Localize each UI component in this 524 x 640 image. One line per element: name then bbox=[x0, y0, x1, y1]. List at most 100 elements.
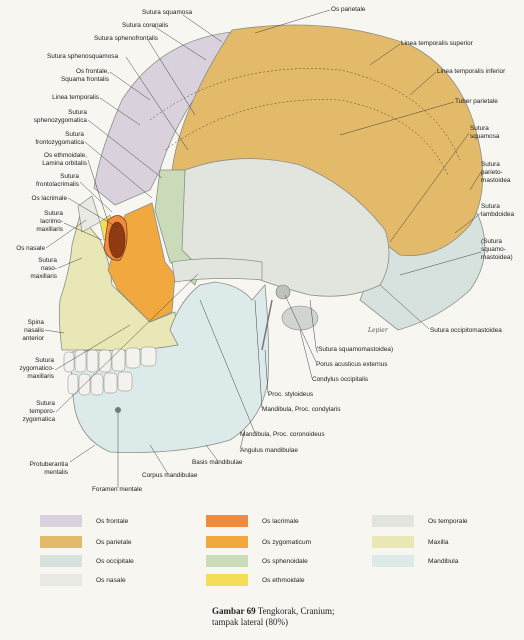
label-lamina-orbitalis: Lamina orbitalis bbox=[42, 160, 87, 167]
label-sutura-coronalis: Sutura coronalis bbox=[122, 22, 168, 29]
legend-label: Maxilla bbox=[428, 538, 449, 546]
legend-item-os-parietale: Os parietale bbox=[40, 536, 132, 548]
label-sutura-sz1: Sutura bbox=[68, 109, 87, 116]
processus-styloideus bbox=[261, 299, 273, 351]
label-sutura-fl1: Sutura bbox=[60, 173, 79, 180]
legend-swatch bbox=[40, 574, 82, 586]
label-sutura-squamosa-r2: squamosa bbox=[470, 133, 500, 140]
temporal-line-inferior bbox=[164, 99, 449, 176]
label-corpus-mandibulae: Corpus mandibulae bbox=[142, 472, 198, 479]
legend-swatch bbox=[40, 555, 82, 567]
label-lambdoidea1: Sutura bbox=[481, 203, 500, 210]
legend-label: Os zygomaticum bbox=[262, 538, 312, 546]
label-sutura-sz2: sphenozygomatica bbox=[34, 117, 88, 124]
label-pm1: Sutura bbox=[481, 161, 500, 168]
label-sutura-nm2: naso- bbox=[41, 265, 57, 272]
legend-item-os-sphenoidale: Os sphenoidale bbox=[206, 555, 308, 567]
label-sutura-tz3: zygomatica bbox=[23, 416, 56, 423]
label-sutura-squamosa-r1: Sutura bbox=[470, 125, 489, 132]
label-sqm3: mastoidea) bbox=[481, 254, 513, 261]
label-os-parietale: Os parietale bbox=[331, 6, 366, 13]
figure-caption: Gambar 69 Tengkorak, Cranium; tampak lat… bbox=[212, 606, 335, 628]
label-sutura-nm3: maxillaris bbox=[30, 273, 57, 280]
legend-swatch bbox=[372, 515, 414, 527]
label-sutura-lm3: maxillaris bbox=[36, 226, 63, 233]
legend-label: Os occipitale bbox=[96, 557, 134, 565]
label-condylus-occipitalis: Condylus occipitalis bbox=[312, 376, 368, 383]
porus-acusticus bbox=[275, 284, 291, 300]
label-sutura-zm1: Sutura bbox=[35, 357, 54, 364]
legend-swatch bbox=[372, 555, 414, 567]
legend-item-os-temporale: Os temporale bbox=[372, 515, 468, 527]
label-sqm2: squamo- bbox=[481, 246, 506, 253]
legend-item-mandibula: Mandibula bbox=[372, 555, 458, 567]
legend-swatch bbox=[206, 574, 248, 586]
label-sutura-zm3: maxillaris bbox=[27, 373, 54, 380]
label-sutura-sphenosquamosa: Sutura sphenosquamosa bbox=[47, 53, 119, 60]
labels: Os parietale Sutura squamosa Sutura coro… bbox=[16, 6, 514, 493]
label-sutura-lm1: Sutura bbox=[44, 210, 63, 217]
leader-lines bbox=[44, 9, 482, 488]
caption-title: Tengkorak, Cranium; bbox=[257, 606, 335, 616]
legend-swatch bbox=[372, 536, 414, 548]
legend-label: Os nasale bbox=[96, 576, 126, 584]
label-sutura-fz1: Sutura bbox=[65, 131, 84, 138]
legend-swatch bbox=[206, 515, 248, 527]
legend-swatch bbox=[40, 515, 82, 527]
legend-label: Os parietale bbox=[96, 538, 132, 546]
label-spina3: anterior bbox=[22, 335, 45, 342]
label-sutura-squamosa: Sutura squamosa bbox=[142, 9, 193, 16]
label-squama-frontalis: Squama frontalis bbox=[61, 76, 109, 83]
label-spina1: Spina bbox=[28, 319, 45, 326]
legend-swatch bbox=[40, 536, 82, 548]
label-sutura-occipitomastoidea: Sutura occipitomastoidea bbox=[430, 327, 502, 334]
label-sutura-sphenofrontalis: Sutura sphenofrontalis bbox=[94, 35, 158, 42]
label-sutura-lm2: lacrimo- bbox=[40, 218, 63, 225]
label-spina2: nasalis bbox=[24, 327, 44, 334]
label-porus-acusticus: Porus acusticus externus bbox=[316, 361, 387, 368]
legend-item-os-occipitale: Os occipitale bbox=[40, 555, 134, 567]
label-linea-temporalis-inferior: Linea temporalis inferior bbox=[437, 68, 506, 75]
label-sqm1: (Sutura bbox=[481, 238, 502, 245]
legend-item-os-ethmoidale: Os ethmoidale bbox=[206, 574, 305, 586]
legend-item-maxilla: Maxilla bbox=[372, 536, 449, 548]
label-pm2: parieto- bbox=[481, 169, 503, 176]
legend-item-os-nasale: Os nasale bbox=[40, 574, 126, 586]
figure-number: Gambar 69 bbox=[212, 606, 256, 616]
mastoid bbox=[281, 305, 319, 331]
label-protuberantia2: mentalis bbox=[44, 469, 68, 476]
label-sutura-zm2: zygomatico- bbox=[20, 365, 54, 372]
label-proc-styloideus: Proc. styloideus bbox=[268, 391, 313, 398]
label-lambdoidea2: lambdoidea bbox=[481, 211, 514, 218]
legend-label: Os ethmoidale bbox=[262, 576, 305, 584]
label-os-frontale: Os frontale, bbox=[76, 68, 109, 75]
label-sutura-squamomastoidea: (Sutura squamomastoidea) bbox=[316, 346, 393, 353]
legend-item-os-zygomaticum: Os zygomaticum bbox=[206, 536, 311, 548]
skull-diagram: Os parietale Sutura squamosa Sutura coro… bbox=[16, 6, 514, 493]
orbit bbox=[108, 221, 126, 259]
legend-label: Os frontale bbox=[96, 517, 129, 525]
label-proc-coronoideus: Mandibula, Proc. coronoideus bbox=[240, 431, 325, 438]
label-sutura-fz2: frontozygomatica bbox=[35, 139, 84, 146]
legend-label: Os lacrimale bbox=[262, 517, 299, 525]
os-nasale-region bbox=[77, 195, 101, 233]
teeth bbox=[63, 346, 157, 396]
legend-swatch bbox=[206, 536, 248, 548]
zygomatic-arch bbox=[171, 258, 263, 283]
caption-line-2: tampak lateral (80%) bbox=[212, 617, 288, 627]
legend-item-os-lacrimale: Os lacrimale bbox=[206, 515, 299, 527]
os-frontale-region bbox=[93, 31, 233, 206]
legend-swatch bbox=[206, 555, 248, 567]
label-foramen-mentale: Foramen mentale bbox=[92, 486, 143, 493]
artist-signature: Lepier bbox=[367, 327, 389, 334]
foramen-mentale bbox=[115, 407, 121, 413]
label-sutura-fl2: frontolacrimalis bbox=[36, 181, 79, 188]
label-sutura-nm1: Sutura bbox=[38, 257, 57, 264]
label-sutura-tz2: temporo- bbox=[29, 408, 55, 415]
label-tuber-parietale: Tuber parietale bbox=[455, 98, 498, 105]
caption-line-1: Gambar 69 Tengkorak, Cranium; bbox=[212, 606, 335, 617]
label-os-nasale: Os nasale bbox=[16, 245, 45, 252]
legend-label: Os sphenoidale bbox=[262, 557, 308, 565]
legend-label: Os temporale bbox=[428, 517, 468, 525]
legend-label: Mandibula bbox=[428, 557, 459, 565]
